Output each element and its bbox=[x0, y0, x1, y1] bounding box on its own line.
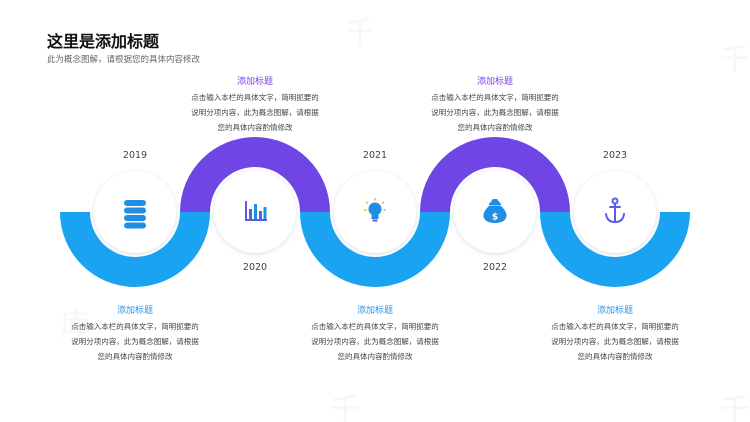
bar-chart-icon bbox=[245, 201, 267, 221]
year-label-2020: 2020 bbox=[242, 262, 268, 273]
wave-band-2021 bbox=[300, 212, 450, 287]
year-label-2019: 2019 bbox=[122, 150, 148, 161]
text-block-2019: 添加标题 点击输入本栏的具体文字，简明扼要的说明分项内容，此为概念图解，请根据您… bbox=[71, 303, 199, 364]
watermark: 千 bbox=[330, 393, 360, 422]
block-heading: 添加标题 bbox=[356, 306, 393, 316]
page-subtitle: 此为概念图解，请根据您的具体内容修改 bbox=[47, 55, 201, 65]
watermark: 千 bbox=[720, 43, 750, 78]
wave-band-2022 bbox=[420, 137, 570, 212]
block-body: 点击输入本栏的具体文字，简明扼要的说明分项内容，此为概念图解，请根据您的具体内容… bbox=[71, 322, 199, 361]
year-label-2022: 2022 bbox=[482, 262, 508, 273]
lightbulb-icon bbox=[364, 198, 386, 222]
text-block-2020: 添加标题 点击输入本栏的具体文字，简明扼要的说明分项内容，此为概念图解，请根据您… bbox=[191, 74, 319, 135]
block-body: 点击输入本栏的具体文字，简明扼要的说明分项内容，此为概念图解，请根据您的具体内容… bbox=[551, 322, 679, 361]
wave-band-2023 bbox=[540, 212, 690, 287]
watermark: 库 bbox=[60, 308, 90, 343]
block-heading: 添加标题 bbox=[116, 306, 153, 316]
block-heading: 添加标题 bbox=[476, 77, 513, 87]
svg-text:$: $ bbox=[492, 213, 498, 223]
block-body: 点击输入本栏的具体文字，简明扼要的说明分项内容，此为概念图解，请根据您的具体内容… bbox=[311, 322, 439, 361]
block-heading: 添加标题 bbox=[236, 77, 273, 87]
watermark: 千 bbox=[345, 16, 375, 51]
block-heading: 添加标题 bbox=[596, 306, 633, 316]
database-icon bbox=[124, 200, 146, 229]
page-title: 这里是添加标题 bbox=[47, 32, 160, 51]
year-label-2021: 2021 bbox=[362, 150, 388, 161]
money-bag-icon: $ bbox=[483, 199, 507, 223]
text-block-2021: 添加标题 点击输入本栏的具体文字，简明扼要的说明分项内容，此为概念图解，请根据您… bbox=[311, 303, 439, 364]
watermark: 千 bbox=[720, 393, 750, 422]
block-body: 点击输入本栏的具体文字，简明扼要的说明分项内容，此为概念图解，请根据您的具体内容… bbox=[431, 93, 559, 132]
anchor-icon bbox=[605, 197, 625, 224]
year-label-2023: 2023 bbox=[602, 150, 628, 161]
wave-band-2020 bbox=[180, 137, 330, 212]
wave-band-2019 bbox=[60, 212, 210, 287]
text-block-2023: 添加标题 点击输入本栏的具体文字，简明扼要的说明分项内容，此为概念图解，请根据您… bbox=[551, 303, 679, 364]
text-block-2022: 添加标题 点击输入本栏的具体文字，简明扼要的说明分项内容，此为概念图解，请根据您… bbox=[431, 74, 559, 135]
block-body: 点击输入本栏的具体文字，简明扼要的说明分项内容，此为概念图解，请根据您的具体内容… bbox=[191, 93, 319, 132]
